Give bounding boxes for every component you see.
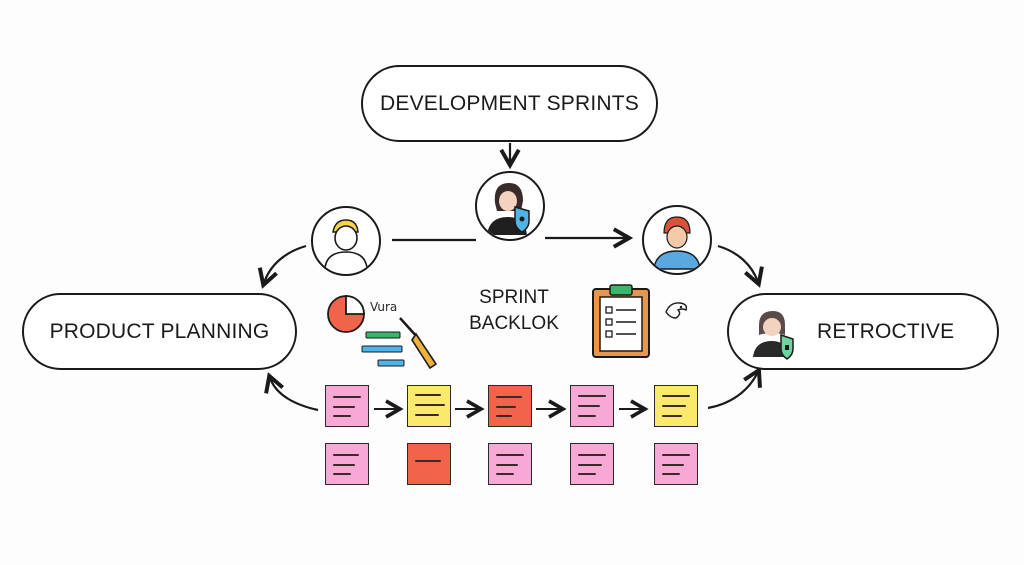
product-planning-node: PRODUCT PLANNING: [22, 293, 297, 370]
sticky-note: [654, 443, 698, 485]
bird-doodle-icon: [665, 302, 688, 319]
development-sprints-label: DEVELOPMENT SPRINTS: [380, 91, 639, 115]
sprint-backlog-label: SPRINT BACKLOK: [458, 285, 570, 337]
person-dark-hair-shield-icon: [753, 311, 794, 360]
sticky-note: [570, 385, 614, 427]
sprint-backlog-line2: BACKLOK: [469, 313, 559, 334]
person-shield-icon: [487, 183, 530, 235]
avatar-team-member-1: [311, 206, 381, 276]
retrospective-node: RETROCTIVE: [727, 293, 999, 370]
sprint-backlog-line1: SPRINT: [479, 287, 549, 308]
sticky-note: [488, 443, 532, 485]
sticky-note: [570, 443, 614, 485]
clipboard-checklist-icon: [592, 284, 650, 358]
product-planning-label: PRODUCT PLANNING: [49, 319, 270, 343]
scribble-note: Vura: [370, 300, 398, 314]
person-yellow-hair-icon: [324, 219, 368, 269]
retrospective-label: RETROCTIVE: [817, 319, 955, 343]
sticky-note: [325, 385, 369, 427]
development-sprints-node: DEVELOPMENT SPRINTS: [361, 65, 658, 142]
arrow-to-retro: [717, 244, 764, 288]
arrow-to-product-planning: [257, 244, 307, 289]
sticky-note: [407, 385, 451, 427]
sticky-note: [488, 385, 532, 427]
person-red-hair-icon: [653, 216, 701, 270]
sticky-note: [407, 443, 451, 485]
arrow-notes-to-retro: [707, 366, 762, 410]
screwdriver-icon: [399, 317, 438, 370]
avatar-team-member-3: [642, 205, 712, 275]
gantt-bars-doodle: [361, 317, 438, 370]
avatar-team-member-2: [475, 171, 545, 241]
sticky-note: [654, 385, 698, 427]
sticky-note: [325, 443, 369, 485]
pie-chart-icon: [327, 295, 365, 333]
arrow-planning-to-notes: [264, 372, 319, 412]
